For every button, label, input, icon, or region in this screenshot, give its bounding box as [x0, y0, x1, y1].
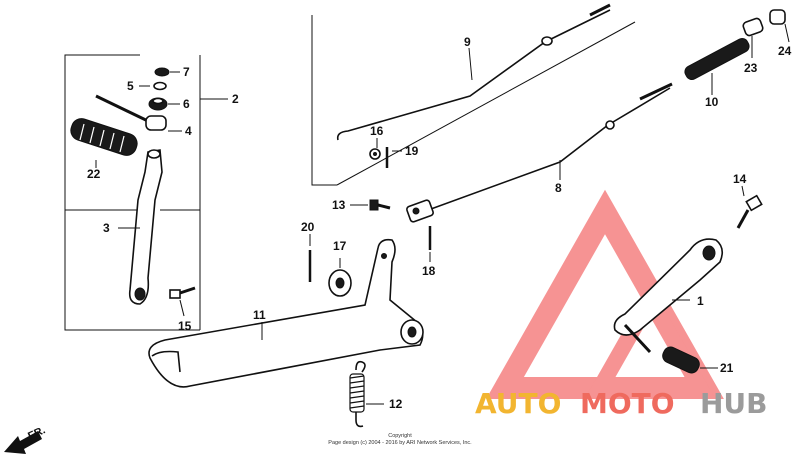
joint-part-4 [95, 94, 182, 132]
label-part-6: 6 [183, 97, 190, 111]
label-part-15: 15 [178, 319, 192, 333]
label-part-4: 4 [185, 124, 192, 138]
label-part-1: 1 [697, 294, 704, 308]
nut-part-6 [148, 97, 180, 111]
bolt-part-14 [736, 185, 763, 229]
label-part-18: 18 [422, 264, 436, 278]
spring-part-12 [349, 360, 384, 428]
lever-part-3 [118, 149, 163, 305]
rubber-part-21 [662, 346, 718, 374]
watermark-text: AUTO MOTO HUB [475, 387, 768, 420]
front-arrow-icon [4, 431, 42, 454]
label-part-16: 16 [370, 124, 384, 138]
rod-part-8 [406, 82, 673, 223]
bolt-part-13 [350, 199, 391, 211]
washer-part-17 [328, 258, 352, 297]
brake-pedal-part-11 [148, 238, 424, 388]
watermark-hub: HUB [700, 387, 768, 420]
label-part-24: 24 [778, 44, 792, 58]
label-part-17: 17 [333, 239, 347, 253]
rod-part-9 [336, 3, 611, 141]
label-part-5: 5 [127, 79, 134, 93]
watermark-moto: MOTO [580, 387, 675, 420]
cotter-pin-part-19 [385, 147, 402, 168]
label-part-7: 7 [183, 65, 190, 79]
label-part-2: 2 [232, 92, 239, 106]
label-part-11: 11 [253, 308, 266, 322]
label-part-3: 3 [103, 221, 110, 235]
label-part-23: 23 [744, 61, 758, 75]
label-part-21: 21 [720, 361, 734, 375]
arm-part-1 [613, 238, 724, 354]
spring-part-10 [684, 38, 750, 95]
label-part-22: 22 [87, 167, 101, 181]
front-label: FR. [26, 424, 47, 442]
label-part-14: 14 [733, 172, 747, 186]
washer-part-16 [369, 138, 381, 160]
label-part-8: 8 [555, 181, 562, 195]
watermark-auto: AUTO [475, 387, 561, 420]
front-direction-indicator: FR. [4, 424, 47, 454]
copyright-title: Copyright [388, 433, 412, 439]
label-part-12: 12 [389, 397, 403, 411]
nut-part-7 [154, 67, 180, 77]
grip-part-22 [70, 118, 138, 168]
label-part-13: 13 [332, 198, 346, 212]
part-labels: 1 2 3 4 5 6 7 8 9 10 11 12 13 14 15 16 1… [87, 35, 792, 411]
bolt-part-15 [169, 286, 196, 317]
copyright-notice: Copyright Page design (c) 2004 - 2016 by… [328, 433, 472, 446]
group-bracket-cable [311, 15, 636, 186]
label-part-10: 10 [705, 95, 719, 109]
label-part-9: 9 [464, 35, 471, 49]
collar-part-23 [742, 17, 764, 58]
group-bracket-left [64, 54, 228, 331]
copyright-line: Page design (c) 2004 - 2016 by ARI Netwo… [328, 440, 472, 446]
label-part-20: 20 [301, 220, 315, 234]
label-part-19: 19 [405, 144, 419, 158]
nut-part-24 [769, 9, 790, 43]
washer-part-5 [139, 81, 167, 91]
